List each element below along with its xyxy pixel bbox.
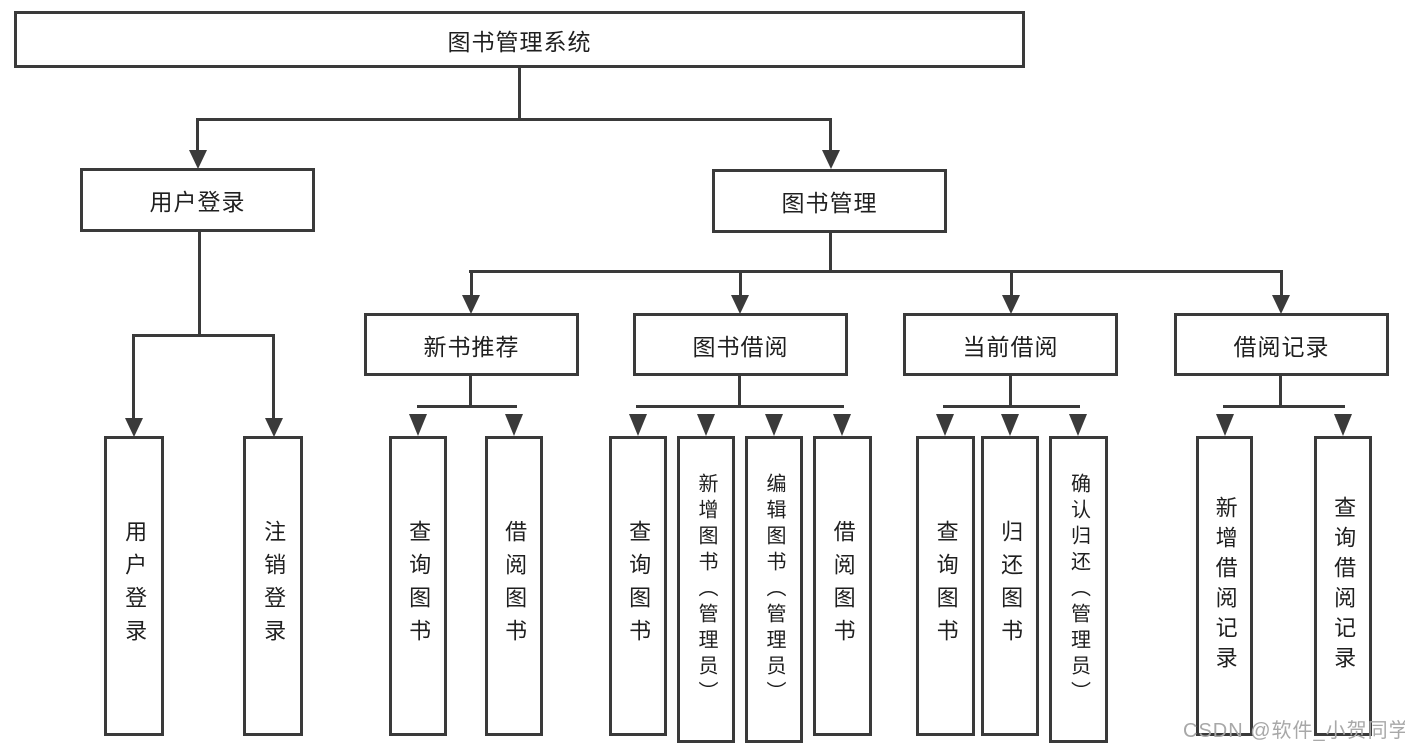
leaf-user-login: 用户登录 — [104, 436, 164, 736]
arrow-down-icon — [1216, 414, 1234, 436]
leaf-add-borrow-record: 新增借阅记录 — [1196, 436, 1253, 736]
arrow-down-icon — [189, 150, 207, 169]
leaf-logout: 注销登录 — [243, 436, 303, 736]
arrow-down-icon — [409, 414, 427, 436]
leaf-edit-book-admin: 编辑图书（管理员） — [745, 436, 803, 743]
edge-user-login-bus — [132, 334, 275, 337]
leaf-query-borrow-record: 查询借阅记录 — [1314, 436, 1372, 736]
edge-new-book-bus — [417, 405, 517, 408]
leaf-confirm-return-admin: 确认归还（管理员） — [1049, 436, 1108, 743]
node-book-management: 图书管理 — [712, 169, 947, 233]
node-library-system: 图书管理系统 — [14, 11, 1025, 68]
leaf-return-book: 归还图书 — [981, 436, 1039, 736]
edge-level2-bus — [196, 118, 832, 121]
node-book-management-label: 图书管理 — [781, 190, 878, 216]
leaf-query-borrow-record-label: 查询借阅记录 — [1331, 496, 1357, 676]
edge-book-borrow-stem — [738, 376, 741, 407]
edge-level2-right-drop — [829, 118, 832, 152]
arrow-down-icon — [462, 295, 480, 314]
edge-root-stem — [518, 68, 521, 121]
arrow-down-icon — [936, 414, 954, 436]
node-current-borrowing-label: 当前借阅 — [962, 333, 1059, 360]
leaf-confirm-return-admin-label: 确认归还（管理员） — [1067, 472, 1090, 707]
arrow-down-icon — [1001, 414, 1019, 436]
node-new-book-recommend: 新书推荐 — [364, 313, 579, 376]
leaf-query-books-3-label: 查询图书 — [933, 520, 959, 652]
edge-book-borrow-bus — [636, 405, 844, 408]
arrow-down-icon — [505, 414, 523, 436]
edge-user-login-left-drop — [132, 334, 135, 420]
arrow-down-icon — [731, 295, 749, 314]
leaf-query-books-3: 查询图书 — [916, 436, 975, 736]
edge-borrow-record-bus — [1223, 405, 1345, 408]
arrow-down-icon — [629, 414, 647, 436]
edge-user-login-right-drop — [272, 334, 275, 420]
node-user-login-label: 用户登录 — [149, 189, 246, 215]
node-book-borrowing-label: 图书借阅 — [692, 333, 789, 360]
edge-level2-left-drop — [196, 118, 199, 152]
leaf-borrow-books-1: 借阅图书 — [485, 436, 543, 736]
edge-level3-drop-4 — [1280, 270, 1283, 297]
node-book-borrowing: 图书借阅 — [633, 313, 848, 376]
leaf-edit-book-admin-label: 编辑图书（管理员） — [763, 472, 785, 707]
leaf-logout-label: 注销登录 — [261, 520, 287, 652]
csdn-watermark: CSDN @软件_小贺同学 — [1183, 720, 1405, 742]
arrow-down-icon — [822, 150, 840, 169]
arrow-down-icon — [1334, 414, 1352, 436]
node-borrowing-records: 借阅记录 — [1174, 313, 1389, 376]
edge-borrow-record-stem — [1279, 376, 1282, 407]
leaf-add-book-admin: 新增图书（管理员） — [677, 436, 735, 743]
arrow-down-icon — [765, 414, 783, 436]
arrow-down-icon — [697, 414, 715, 436]
arrow-down-icon — [265, 418, 283, 437]
node-library-system-label: 图书管理系统 — [447, 28, 592, 55]
leaf-borrow-books-2-label: 借阅图书 — [830, 520, 856, 652]
leaf-query-books-1-label: 查询图书 — [406, 520, 432, 652]
leaf-borrow-books-2: 借阅图书 — [813, 436, 872, 736]
leaf-return-book-label: 归还图书 — [998, 520, 1024, 652]
edge-level3-drop-2 — [739, 270, 742, 297]
arrow-down-icon — [1069, 414, 1087, 436]
leaf-query-books-2: 查询图书 — [609, 436, 667, 736]
arrow-down-icon — [1002, 295, 1020, 314]
node-borrowing-records-label: 借阅记录 — [1233, 333, 1330, 360]
edge-new-book-stem — [469, 376, 472, 407]
arrow-down-icon — [125, 418, 143, 437]
leaf-query-books-2-label: 查询图书 — [626, 520, 652, 652]
leaf-add-borrow-record-label: 新增借阅记录 — [1212, 496, 1238, 676]
arrow-down-icon — [833, 414, 851, 436]
node-current-borrowing: 当前借阅 — [903, 313, 1118, 376]
edge-current-borrow-stem — [1009, 376, 1012, 407]
edge-current-borrow-bus — [943, 405, 1080, 408]
leaf-query-books-1: 查询图书 — [389, 436, 447, 736]
leaf-borrow-books-1-label: 借阅图书 — [502, 520, 528, 652]
node-user-login: 用户登录 — [80, 168, 315, 232]
leaf-add-book-admin-label: 新增图书（管理员） — [695, 472, 717, 707]
edge-level3-drop-1 — [470, 270, 473, 297]
leaf-user-login-label: 用户登录 — [122, 520, 148, 652]
edge-level3-drop-3 — [1010, 270, 1013, 297]
node-new-book-recommend-label: 新书推荐 — [423, 333, 520, 360]
edge-level3-bus — [469, 270, 1283, 273]
edge-book-mgmt-stem — [829, 233, 832, 273]
arrow-down-icon — [1272, 295, 1290, 314]
edge-user-login-stem — [198, 232, 201, 337]
